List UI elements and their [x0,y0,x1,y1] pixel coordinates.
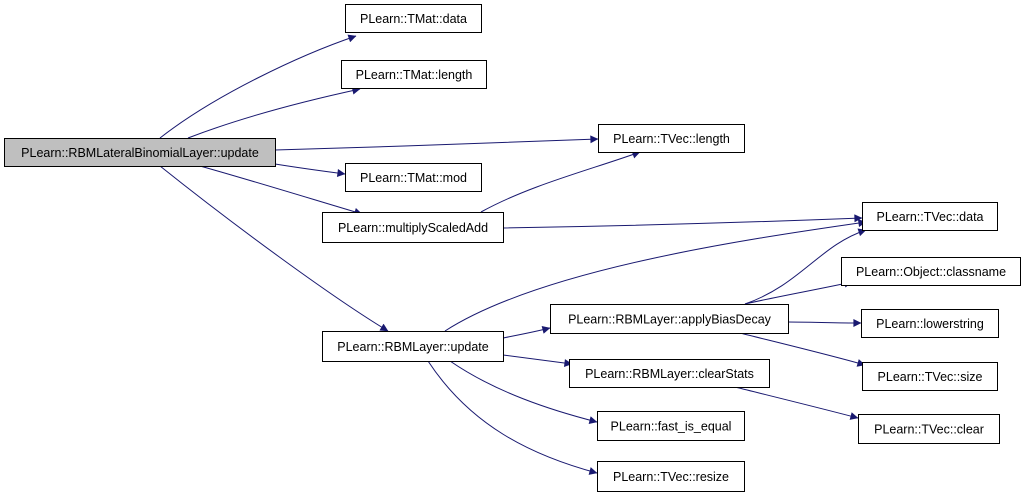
node-label: PLearn::lowerstring [876,317,984,331]
edge-rbmlayer_update-to-tvec_data [444,219,867,332]
edge-rbmlayer_apply_bias_decay-to-tvec_data [744,228,867,305]
node-box [841,257,1021,286]
node-box [597,411,745,441]
node-label: PLearn::RBMLayer::update [337,340,489,354]
node-box [862,202,998,231]
node-multiply-scaled-add[interactable]: PLearn::multiplyScaledAdd [322,212,504,243]
node-tvec-size[interactable]: PLearn::TVec::size [862,362,998,391]
edge-root-to-tmat_data [159,34,357,139]
edge-rbmlayer_update-to-rbmlayer_clear_stats [502,354,573,368]
edge-rbmlayer_update-to-tvec_resize [427,360,598,475]
node-label: PLearn::TVec::data [876,210,983,224]
node-box [858,414,1000,444]
node-label: PLearn::fast_is_equal [611,420,732,434]
edge-root-to-tmat_mod [274,163,346,177]
node-layer: PLearn::RBMLateralBinomialLayer::updateP… [4,4,1021,492]
node-box [4,138,276,167]
edge-root-to-multiply_scaled_add [199,165,363,216]
node-box [862,362,998,391]
edge-multiply_scaled_add-to-tvec_data [502,214,863,229]
node-rbmlayer-update[interactable]: PLearn::RBMLayer::update [322,331,504,362]
node-tmat-data[interactable]: PLearn::TMat::data [345,4,482,33]
node-tvec-resize[interactable]: PLearn::TVec::resize [597,461,745,492]
node-box [322,212,504,243]
edge-layer [159,34,867,475]
edge-root-to-tvec_length [274,135,599,151]
node-label: PLearn::TVec::length [613,132,730,146]
node-box [861,309,999,338]
node-label: PLearn::RBMLayer::applyBiasDecay [568,313,772,327]
edge-rbmlayer_update-to-fast_is_equal [449,360,598,424]
node-label: PLearn::TMat::length [356,68,473,82]
node-box [345,163,482,192]
node-box [597,461,745,492]
node-box [598,124,745,153]
node-object-classname[interactable]: PLearn::Object::classname [841,257,1021,286]
edge-rbmlayer_apply_bias_decay-to-lowerstring [787,318,862,327]
node-tmat-length[interactable]: PLearn::TMat::length [341,60,487,89]
node-tvec-length[interactable]: PLearn::TVec::length [598,124,745,153]
edge-rbmlayer_apply_bias_decay-to-tvec_size [739,332,866,367]
edge-rbmlayer_clear_stats-to-tvec_clear [734,386,859,420]
node-box [345,4,482,33]
node-label: PLearn::TMat::data [360,12,467,26]
node-rbmlayer-clear-stats[interactable]: PLearn::RBMLayer::clearStats [569,359,770,388]
node-tmat-mod[interactable]: PLearn::TMat::mod [345,163,482,192]
node-box [550,304,789,334]
node-tvec-clear[interactable]: PLearn::TVec::clear [858,414,1000,444]
node-root[interactable]: PLearn::RBMLateralBinomialLayer::update [4,138,276,167]
node-box [341,60,487,89]
node-tvec-data[interactable]: PLearn::TVec::data [862,202,998,231]
node-box [569,359,770,388]
node-fast-is-equal[interactable]: PLearn::fast_is_equal [597,411,745,441]
node-label: PLearn::RBMLateralBinomialLayer::update [21,146,259,160]
node-label: PLearn::TVec::resize [613,470,729,484]
node-label: PLearn::RBMLayer::clearStats [585,367,754,381]
edge-root-to-tmat_length [187,86,361,139]
node-label: PLearn::TVec::clear [874,423,984,437]
node-box [322,331,504,362]
node-rbmlayer-apply-bias-decay[interactable]: PLearn::RBMLayer::applyBiasDecay [550,304,789,334]
edge-root-to-rbmlayer_update [159,165,389,332]
node-label: PLearn::TMat::mod [360,171,467,185]
node-lowerstring[interactable]: PLearn::lowerstring [861,309,999,338]
node-label: PLearn::Object::classname [856,265,1006,279]
edge-rbmlayer_update-to-rbmlayer_apply_bias_decay [502,325,551,339]
edge-multiply_scaled_add-to-tvec_length [480,150,641,213]
node-label: PLearn::TVec::size [878,370,983,384]
node-label: PLearn::multiplyScaledAdd [338,221,488,235]
edge-rbmlayer_apply_bias_decay-to-object_classname [744,279,853,305]
